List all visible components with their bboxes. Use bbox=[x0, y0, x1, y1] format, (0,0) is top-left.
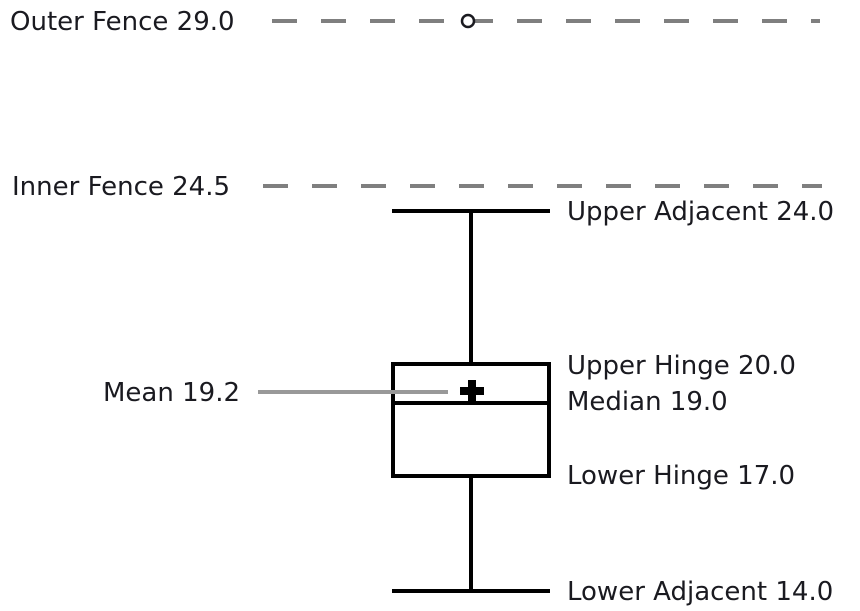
outlier-point-marker bbox=[460, 13, 476, 29]
upper-adjacent-label: Upper Adjacent 24.0 bbox=[567, 197, 834, 227]
lower-adjacent-label: Lower Adjacent 14.0 bbox=[567, 577, 833, 607]
outer-fence-label: Outer Fence 29.0 bbox=[10, 7, 235, 37]
lower-hinge-label: Lower Hinge 17.0 bbox=[567, 461, 795, 491]
median-label: Median 19.0 bbox=[567, 387, 728, 417]
mean-label: Mean 19.2 bbox=[103, 378, 240, 408]
mean-plus-marker bbox=[460, 380, 484, 402]
inner-fence-label: Inner Fence 24.5 bbox=[12, 172, 230, 202]
upper-hinge-label: Upper Hinge 20.0 bbox=[567, 351, 796, 381]
